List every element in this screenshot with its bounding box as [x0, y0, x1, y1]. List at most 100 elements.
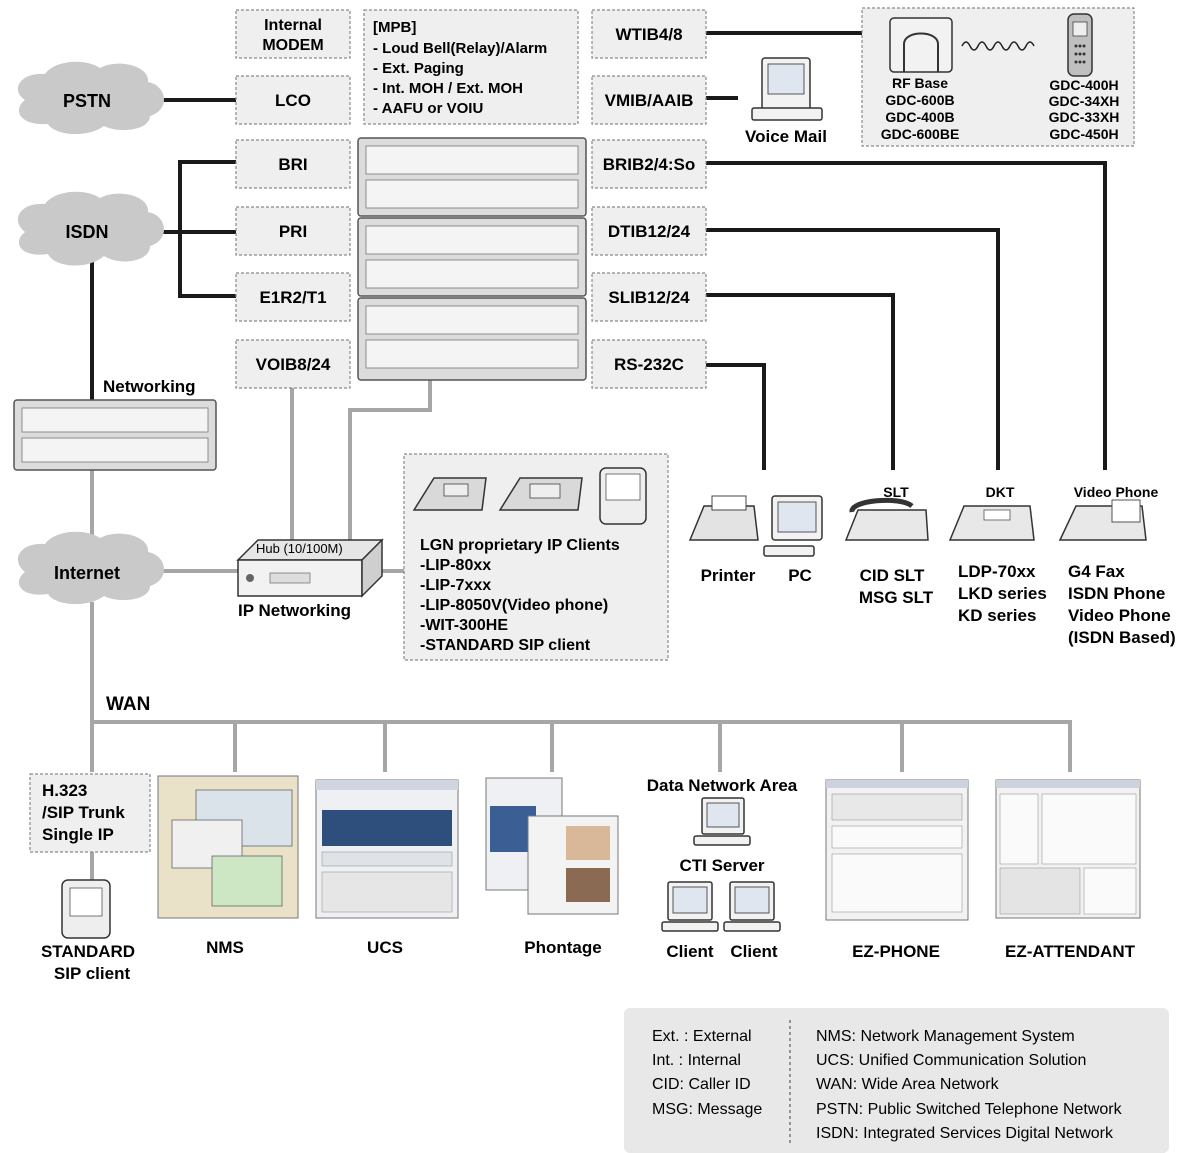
legend-right-3: WAN: Wide Area Network	[816, 1076, 1000, 1093]
pbx-cabinet-3	[357, 297, 587, 381]
voice-mail-computer: Voice Mail	[745, 57, 827, 146]
nms-label: NMS	[206, 938, 244, 957]
video-line1: G4 Fax	[1068, 562, 1125, 581]
voib-label: VOIB8/24	[256, 355, 331, 374]
printer-device: Printer	[688, 495, 759, 585]
brib-label: BRIB2/4:So	[603, 155, 696, 174]
internal-modem-box: Internal MODEM	[235, 9, 351, 59]
legend-left-4: MSG: Message	[652, 1101, 762, 1118]
vmib-box: VMIB/AAIB	[591, 75, 707, 125]
voice-mail-label: Voice Mail	[745, 127, 827, 146]
ip-clients-line4: -LIP-8050V(Video phone)	[420, 597, 608, 614]
rf-base-line3: GDC-400B	[885, 109, 954, 125]
data-network-area: Data Network Area CTI Server Client Clie…	[647, 776, 798, 961]
connection-lines	[90, 31, 1107, 880]
ip-clients-box: LGN proprietary IP Clients -LIP-80xx -LI…	[403, 453, 669, 661]
hub-caption: IP Networking	[238, 601, 351, 620]
phontage-label: Phontage	[524, 938, 601, 957]
dkt-line3: KD series	[958, 606, 1036, 625]
ucs-screenshot: UCS	[315, 779, 459, 957]
rf-base-icon	[889, 17, 953, 73]
legend-right-4: PSTN: Public Switched Telephone Network	[816, 1101, 1123, 1118]
slib-label: SLIB12/24	[608, 288, 690, 307]
video-phone-head: Video Phone	[1074, 484, 1159, 500]
client-1-label: Client	[666, 942, 714, 961]
dkt-line1: LDP-70xx	[958, 562, 1036, 581]
handset-line1: GDC-400H	[1049, 77, 1118, 93]
wifi-phone-icon	[599, 467, 647, 525]
pri-label: PRI	[279, 222, 307, 241]
isdn-cloud: ISDN	[17, 191, 165, 266]
e1r2-box: E1R2/T1	[235, 272, 351, 322]
trunk-line1: H.323	[42, 781, 87, 800]
isdn-label: ISDN	[65, 222, 108, 242]
internet-label: Internet	[54, 563, 120, 583]
legend-left-2: Int. : Internal	[652, 1052, 741, 1069]
mpb-line1: [MPB]	[373, 19, 416, 36]
pri-box: PRI	[235, 206, 351, 256]
internet-cloud: Internet	[17, 531, 165, 605]
cti-server-label: CTI Server	[679, 856, 764, 875]
mpb-line5: - AAFU or VOIU	[373, 100, 483, 117]
sip-client-device: STANDARD SIP client	[41, 879, 135, 983]
legend-right-2: UCS: Unified Communication Solution	[816, 1052, 1086, 1069]
legend-right-1: NMS: Network Management System	[816, 1028, 1075, 1045]
handset-line3: GDC-33XH	[1049, 109, 1120, 125]
networking-label: Networking	[103, 377, 196, 396]
pbx-chassis-stack	[357, 137, 587, 381]
radio-wave-icon	[961, 41, 1035, 51]
pstn-label: PSTN	[63, 91, 111, 111]
sip-client-line2: SIP client	[54, 964, 131, 983]
abbreviation-legend: Ext. : External Int. : Internal CID: Cal…	[624, 1008, 1169, 1153]
ezattendant-screenshot: EZ-ATTENDANT	[995, 779, 1141, 961]
rf-base-line1: RF Base	[892, 75, 948, 91]
vmib-label: VMIB/AAIB	[605, 91, 694, 110]
legend-right-5: ISDN: Integrated Services Digital Networ…	[816, 1125, 1114, 1142]
pc-device: PC	[763, 495, 823, 585]
legend-left-3: CID: Caller ID	[652, 1076, 751, 1093]
printer-label: Printer	[701, 566, 756, 585]
ezphone-label: EZ-PHONE	[852, 942, 940, 961]
networking-system: Networking	[13, 377, 217, 471]
pstn-cloud: PSTN	[17, 61, 165, 135]
wtib-label: WTIB4/8	[615, 25, 682, 44]
data-network-label: Data Network Area	[647, 776, 798, 795]
pbx-cabinet-2	[357, 217, 587, 297]
wan-label: WAN	[106, 694, 150, 715]
hub-device: Hub (10/100M) IP Networking	[236, 538, 384, 620]
ip-phone-1-icon	[412, 477, 487, 511]
legend-left-1: Ext. : External	[652, 1028, 752, 1045]
slib-box: SLIB12/24	[591, 272, 707, 322]
client-1-icon	[661, 881, 719, 932]
lco-label: LCO	[275, 91, 311, 110]
video-line4: (ISDN Based)	[1068, 628, 1176, 647]
ezattendant-label: EZ-ATTENDANT	[1005, 942, 1136, 961]
video-line3: Video Phone	[1068, 606, 1171, 625]
trunk-line3: Single IP	[42, 825, 114, 844]
wtib-box: WTIB4/8	[591, 9, 707, 59]
dkt-head: DKT	[986, 484, 1015, 500]
dkt-device: DKT LDP-70xx LKD series KD series	[948, 484, 1047, 625]
sip-trunk-box: H.323 /SIP Trunk Single IP	[29, 773, 151, 853]
ip-clients-line6: -STANDARD SIP client	[420, 637, 591, 654]
bri-box: BRI	[235, 139, 351, 189]
hub-label: Hub (10/100M)	[256, 541, 343, 556]
internal-modem-line1: Internal	[264, 17, 322, 34]
ucs-label: UCS	[367, 938, 403, 957]
ip-phone-2-icon	[498, 477, 583, 511]
handset-icon	[1067, 13, 1093, 77]
handset-line2: GDC-34XH	[1049, 93, 1120, 109]
slt-device: SLT CID SLT MSG SLT	[844, 484, 934, 607]
lco-box: LCO	[235, 75, 351, 125]
e1r2-label: E1R2/T1	[259, 288, 326, 307]
phontage-screenshot: Phontage	[485, 777, 619, 957]
ip-clients-line3: -LIP-7xxx	[420, 577, 491, 594]
cti-server-icon	[693, 797, 751, 846]
dkt-line2: LKD series	[958, 584, 1047, 603]
client-2-icon	[723, 881, 781, 932]
internal-modem-line2: MODEM	[262, 37, 323, 54]
ip-clients-line5: -WIT-300HE	[420, 617, 508, 634]
pc-label: PC	[788, 566, 812, 585]
rs232-label: RS-232C	[614, 355, 684, 374]
